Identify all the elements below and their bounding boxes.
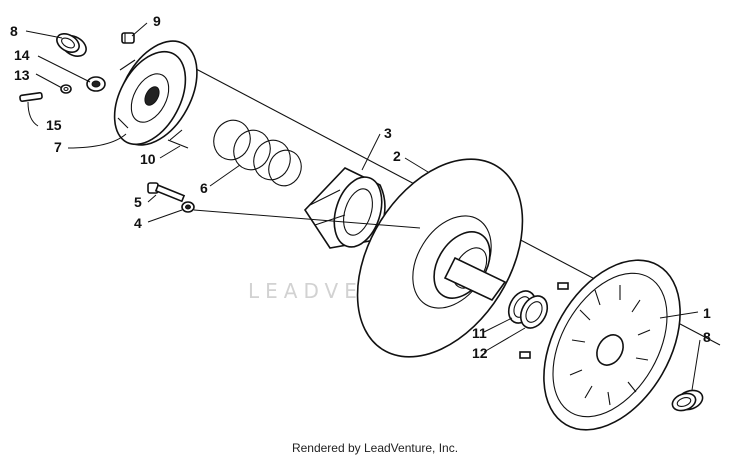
callout-13: 13 xyxy=(14,67,30,83)
callout-8-top: 8 xyxy=(10,23,18,39)
callout-6: 6 xyxy=(200,180,208,196)
fixed-sheave xyxy=(519,259,681,431)
callout-4: 4 xyxy=(134,215,142,231)
nut-part xyxy=(121,32,135,44)
leader-lines xyxy=(25,22,701,391)
bushing-bottom xyxy=(671,389,704,412)
callout-3: 3 xyxy=(384,125,392,141)
cam-plate xyxy=(113,40,198,146)
pin-part xyxy=(19,91,43,103)
callout-12: 12 xyxy=(472,345,488,361)
bolt-part xyxy=(147,182,186,203)
spring-part xyxy=(213,119,302,187)
callout-8-bottom: 8 xyxy=(703,329,711,345)
callout-14: 14 xyxy=(14,47,30,63)
callout-2: 2 xyxy=(393,148,401,164)
callout-9: 9 xyxy=(153,13,161,29)
washer-bolt xyxy=(181,201,195,213)
roller-part xyxy=(86,76,106,92)
movable-sheave xyxy=(356,158,524,358)
callout-5: 5 xyxy=(134,194,142,210)
callout-7: 7 xyxy=(54,139,62,155)
helix-cam xyxy=(303,167,386,249)
render-credit: Rendered by LeadVenture, Inc. xyxy=(291,441,459,455)
washer-small xyxy=(60,84,72,94)
callout-15: 15 xyxy=(46,117,62,133)
callout-10: 10 xyxy=(140,151,156,167)
o-ring-set xyxy=(507,290,549,329)
rod-part xyxy=(167,139,189,149)
bushing-top xyxy=(56,33,87,57)
callout-1: 1 xyxy=(703,305,711,321)
callout-11: 11 xyxy=(472,325,487,341)
